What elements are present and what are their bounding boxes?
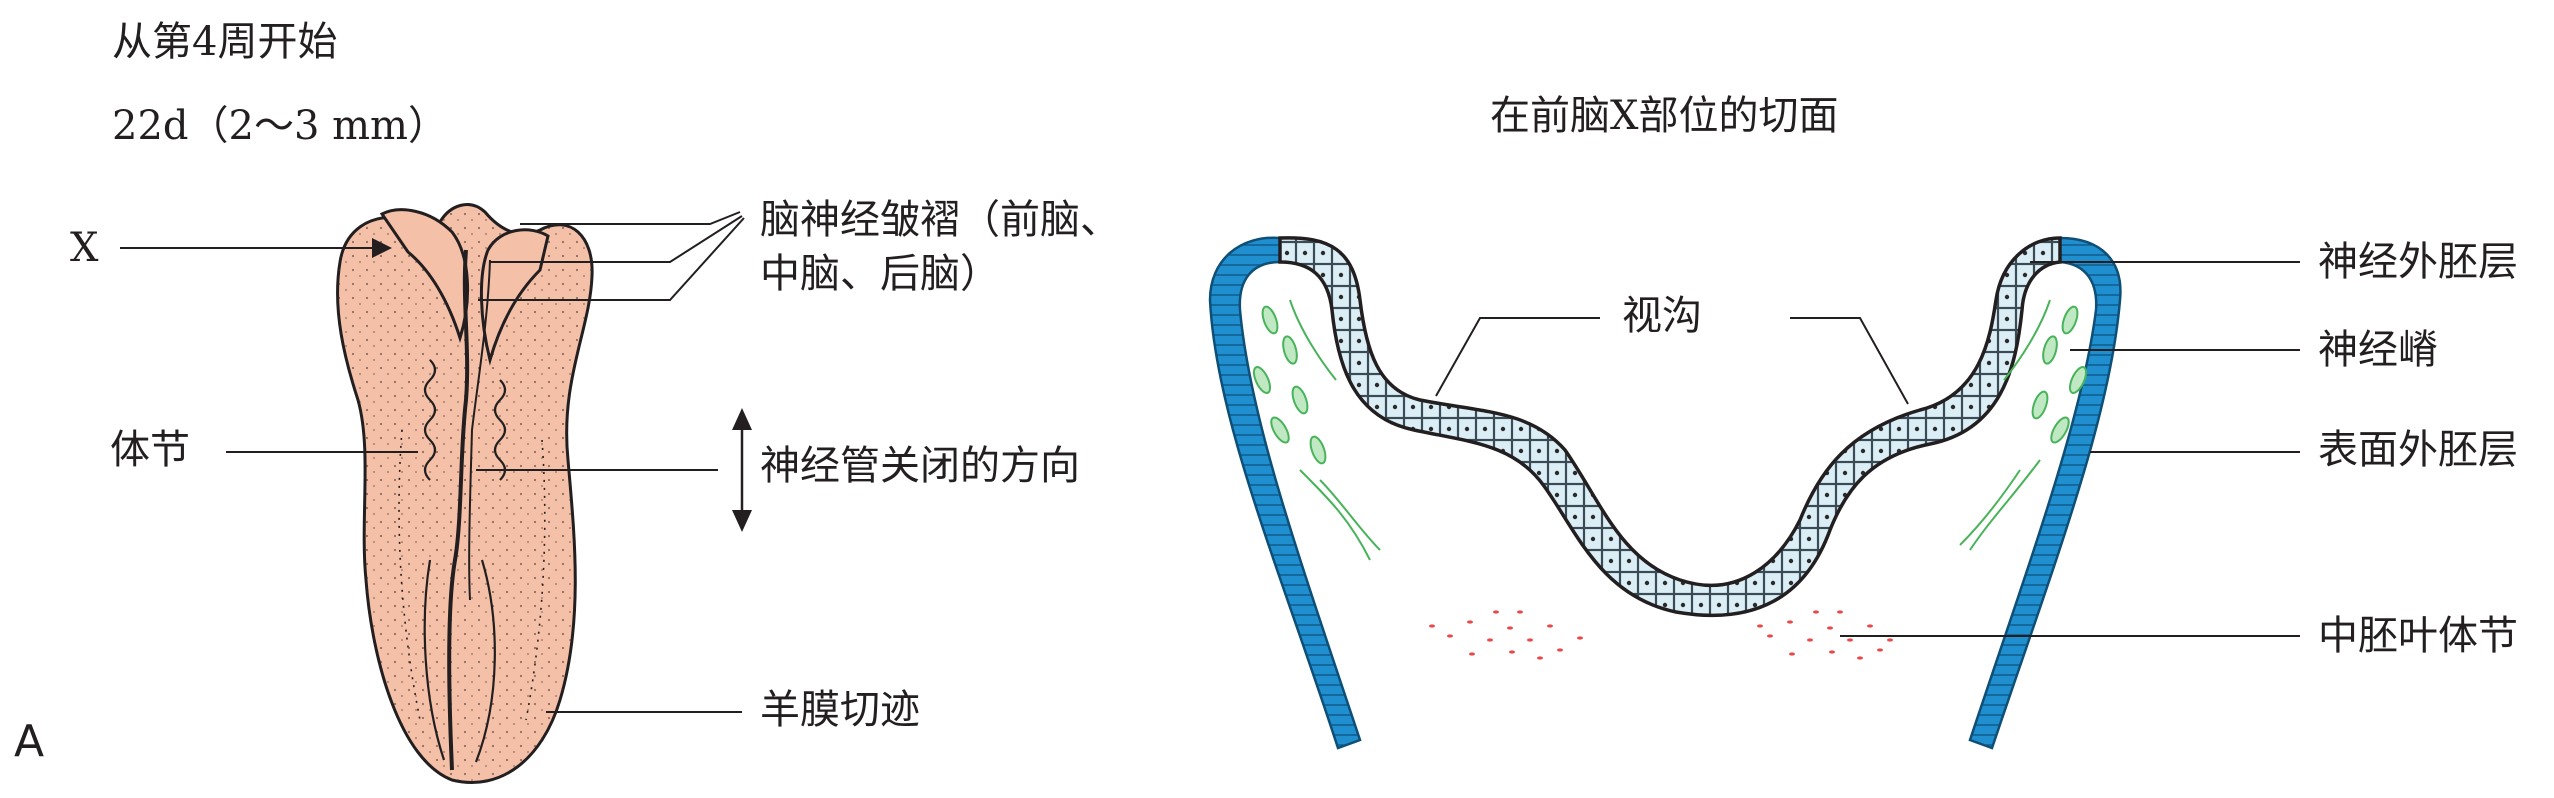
- forebrain-cross-section: [1208, 236, 2122, 750]
- optic-groove-label: 视沟: [1622, 293, 1702, 339]
- surface-ectoderm-label: 表面外胚层: [2318, 427, 2518, 473]
- marker-x-arrowhead: [372, 238, 392, 258]
- neural-groove: [447, 249, 470, 771]
- closure-arrow-up-head: [732, 408, 752, 430]
- section-title: 在前脑X部位的切面: [1490, 93, 1839, 139]
- neural-crest-left: [1252, 299, 1381, 561]
- mesoderm-right: [1757, 610, 1893, 660]
- optic-groove-leader-left: [1435, 317, 1600, 397]
- closure-direction-label: 神经管关闭的方向: [760, 443, 1080, 489]
- stage-heading: 从第4周开始: [112, 19, 338, 65]
- neural-crest-label: 神经嵴: [2318, 327, 2438, 373]
- mesoderm-left: [1429, 610, 1583, 660]
- mesoderm-somite-label: 中胚叶体节: [2318, 613, 2518, 659]
- optic-groove-leader-right: [1790, 317, 1909, 405]
- neural-folds-leader-3: [478, 217, 745, 301]
- embryo-dorsal-view: [336, 203, 594, 784]
- neural-folds-leader-2: [490, 215, 743, 263]
- marker-x-label: X: [70, 225, 99, 271]
- neuroectoderm-band: [1278, 236, 2062, 618]
- neural-folds-label-line1: 脑神经皱褶（前脑、: [760, 197, 1120, 243]
- panel-label: A: [14, 716, 45, 767]
- amnion-cut-label: 羊膜切迹: [760, 687, 920, 733]
- neural-folds-leader-1: [520, 211, 741, 225]
- neuroectoderm-label: 神经外胚层: [2318, 239, 2518, 285]
- somite-label: 体节: [110, 427, 190, 473]
- neural-folds-label-line2: 中脑、后脑）: [760, 251, 1000, 297]
- neural-crest-right: [1959, 299, 2088, 551]
- right-leader-lines: [1435, 261, 2300, 637]
- closure-arrow-down-head: [732, 510, 752, 532]
- left-leader-lines: [120, 211, 752, 713]
- neural-fold-left: [379, 208, 469, 343]
- stage-size-heading: 22d（2～3 mm）: [112, 103, 448, 149]
